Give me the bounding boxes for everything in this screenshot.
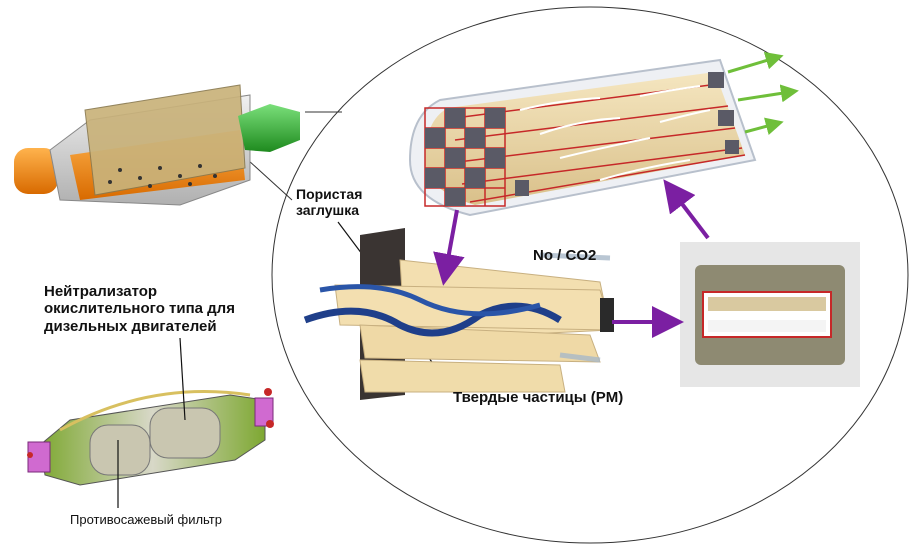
arrow-photo-to-filter — [663, 179, 710, 240]
label-dpf: Противосажевый фильтр — [70, 512, 222, 527]
dpf-drawing — [27, 388, 274, 486]
label-particulate-matter: Твердые частицы (PM) — [453, 389, 624, 406]
soot-dots — [108, 164, 217, 188]
zoom-connector-bottom — [247, 159, 293, 201]
wall-flow-block — [303, 228, 614, 400]
label-gas-output: No / CO2 — [533, 247, 597, 264]
exit-arrow-2 — [737, 84, 799, 103]
plug-cells — [425, 72, 739, 206]
label-oxidation-catalyst: Нейтрализатор окислительного типа для ди… — [44, 283, 235, 335]
arrow-grid-to-block — [433, 209, 465, 286]
label-porous-plug: Пористая заглушка — [296, 186, 363, 219]
leader-catalyst — [179, 337, 186, 421]
catalytic-converter-cutaway — [14, 84, 300, 206]
honeycomb-filter — [408, 51, 799, 217]
zoom-ellipse — [271, 6, 909, 544]
filter-photo-inset — [680, 242, 860, 387]
exit-arrow-3 — [744, 117, 784, 136]
flow-arrows-white — [519, 85, 711, 181]
exit-arrow-1 — [727, 51, 784, 74]
